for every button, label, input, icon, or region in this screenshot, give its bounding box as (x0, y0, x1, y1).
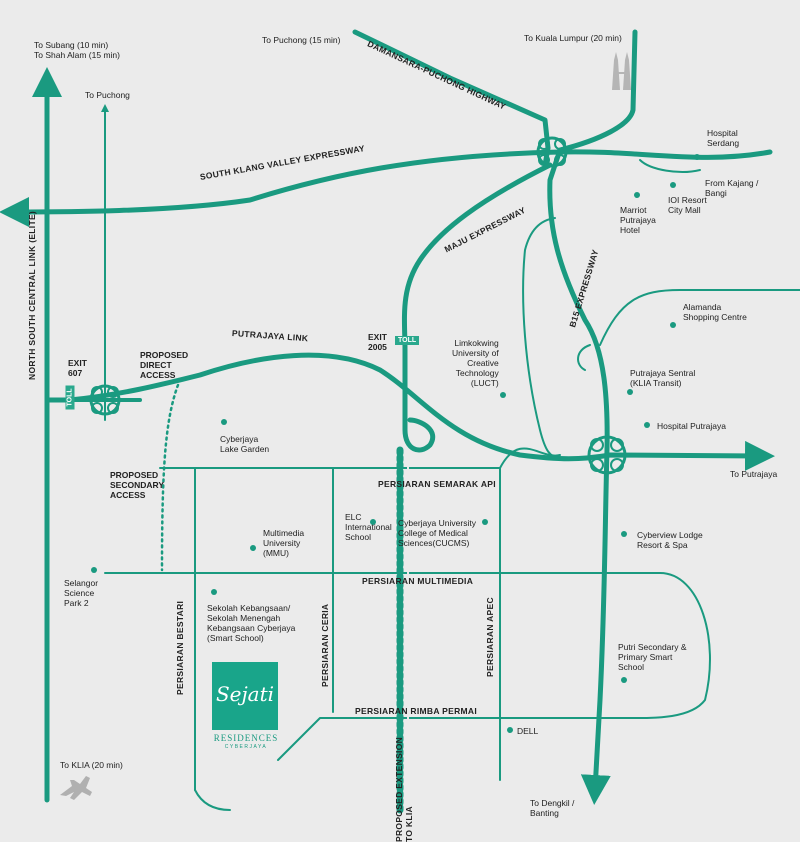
b15-road (547, 29, 638, 805)
dph-road (352, 29, 551, 151)
label-extension: PROPOSED EXTENSION TO KLIA (394, 736, 414, 842)
landmark-smart-school: Sekolah Kebangsaan/ Sekolah Menengah Keb… (207, 603, 296, 643)
dot-mmu (250, 545, 256, 551)
sentral-loop (577, 344, 591, 371)
secondary-loop (522, 217, 561, 459)
landmark-luct: Limkokwing University of Creative Techno… (452, 338, 499, 388)
label-semarak-api: PERSIARAN SEMARAK API (378, 479, 496, 489)
landmark-ioi: IOI Resort City Mall (668, 195, 707, 215)
label-proposed-direct: PROPOSED DIRECT ACCESS (140, 350, 189, 380)
interchange-skve-b15 (536, 136, 568, 168)
direction-kajang: From Kajang / Bangi (705, 178, 759, 198)
maju-road (401, 162, 553, 453)
dot-selangor-science (91, 567, 97, 573)
toll-badge-2005: TOLL (395, 336, 420, 345)
interchange-607 (68, 384, 142, 416)
logo-name: RESIDENCES (213, 733, 279, 743)
label-ceria: PERSIARAN CERIA (320, 603, 330, 687)
dot-cucms (482, 519, 488, 525)
landmark-mmu: Multimedia University (MMU) (263, 528, 305, 558)
bestari-lower (194, 789, 231, 811)
sejati-logo: Sejati (212, 662, 278, 730)
interchange-ioi (639, 159, 701, 173)
landmark-hospital-serdang: Hospital Serdang (707, 128, 740, 148)
direction-putrajaya: To Putrajaya (730, 469, 778, 479)
label-rimba-permai: PERSIARAN RIMBA PERMAI (355, 706, 477, 716)
logo-script: Sejati (215, 682, 275, 706)
landmark-alamanda: Alamanda Shopping Centre (683, 302, 747, 322)
landmark-putri: Putri Secondary & Primary Smart School (618, 642, 687, 672)
dot-putri (621, 677, 627, 683)
landmark-cucms: Cyberjaya University College of Medical … (398, 518, 476, 548)
dot-ioi (670, 182, 676, 188)
dot-dell (507, 727, 513, 733)
skve-road (0, 149, 773, 227)
direction-kl: To Kuala Lumpur (20 min) (524, 33, 622, 43)
label-exit-2005: EXIT 2005 (368, 332, 387, 352)
direction-puchong-left: To Puchong (85, 90, 130, 100)
airplane-icon (60, 776, 92, 800)
landmark-cyberview: Cyberview Lodge Resort & Spa (637, 530, 703, 550)
landmark-marriott: Marriot Putrajaya Hotel (620, 205, 656, 235)
landmark-hospital-putrajaya: Hospital Putrajaya (657, 421, 726, 431)
label-apec: PERSIARAN APEC (485, 597, 495, 677)
dot-luct (500, 392, 506, 398)
putrajaya-link-road (44, 352, 775, 471)
interchange-putrajaya (587, 435, 627, 475)
dot-elc (370, 519, 376, 525)
direction-dengkil: To Dengkil / Banting (530, 798, 575, 818)
rimba-permai-road (277, 717, 621, 761)
direction-puchong-top: To Puchong (15 min) (262, 35, 341, 45)
alamanda-road (599, 289, 800, 346)
twin-towers-icon (612, 52, 631, 90)
dot-hospital-serdang (694, 154, 700, 160)
direction-subang: To Subang (10 min) To Shah Alam (15 min) (34, 40, 120, 60)
dot-cyberview (621, 531, 627, 537)
label-nscl: NORTH SOUTH CENTRAL LINK (ELITE) (27, 210, 37, 380)
landmark-dell: DELL (517, 726, 539, 736)
dot-putrajaya-sentral (627, 389, 633, 395)
proposed-direct-access (160, 383, 180, 572)
label-exit-607: EXIT 607 (68, 358, 87, 378)
label-proposed-secondary: PROPOSED SECONDARY ACCESS (110, 470, 164, 500)
landmark-putrajaya-sentral: Putrajaya Sentral (KLIA Transit) (630, 368, 696, 388)
logo-sub: CYBERJAYA (224, 744, 268, 750)
dot-lake-garden (221, 419, 227, 425)
dot-marriott (634, 192, 640, 198)
landmark-lake-garden: Cyberjaya Lake Garden (220, 434, 270, 454)
apec-road (499, 447, 561, 469)
label-multimedia: PERSIARAN MULTIMEDIA (362, 576, 474, 586)
dot-smart-school (211, 589, 217, 595)
landmark-elc: ELC International School (345, 512, 392, 542)
toll-badge-607: TOLL (65, 385, 75, 410)
dot-hospital-putrajaya (644, 422, 650, 428)
label-bestari: PERSIARAN BESTARI (175, 600, 185, 695)
direction-klia: To KLIA (20 min) (60, 760, 123, 770)
dot-alamanda (670, 322, 676, 328)
multimedia-road (104, 572, 711, 720)
landmark-selangor-science: Selangor Science Park 2 (64, 578, 99, 608)
